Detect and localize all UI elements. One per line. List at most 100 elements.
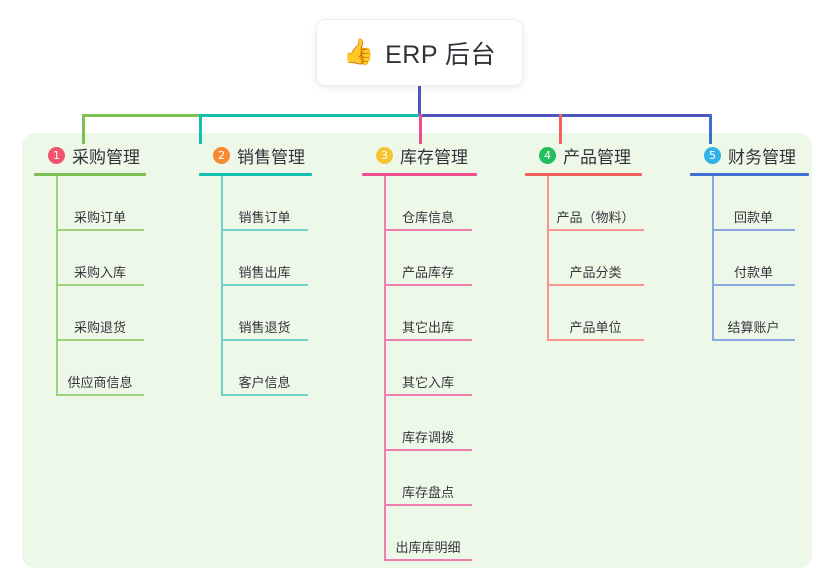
column-title-3: 库存管理 — [400, 147, 468, 167]
list-item-rule — [547, 284, 644, 286]
column-badge-3: 3 — [376, 146, 393, 164]
connector-drop-1 — [82, 114, 85, 144]
list-item-rule — [56, 229, 144, 231]
column-items-1: 采购订单采购入库采购退货供应商信息 — [34, 176, 144, 396]
column-items-5: 回款单付款单结算账户 — [690, 176, 795, 341]
column-spine-1 — [56, 176, 58, 396]
list-item-label: 产品（物料） — [556, 210, 635, 225]
list-item[interactable]: 采购退货 — [56, 286, 144, 341]
column-items-2: 销售订单销售出库销售退货客户信息 — [199, 176, 308, 396]
list-item[interactable]: 出库库明细 — [384, 506, 472, 561]
root-node-erp[interactable]: 👍 ERP 后台 — [316, 19, 523, 86]
list-item-label: 回款单 — [733, 210, 773, 225]
list-item[interactable]: 结算账户 — [712, 286, 795, 341]
connector-bar-segment-1 — [82, 114, 200, 117]
list-item[interactable]: 采购入库 — [56, 231, 144, 286]
list-item[interactable]: 销售出库 — [221, 231, 308, 286]
list-item-label: 库存调拨 — [401, 430, 454, 445]
connector-trunk — [418, 86, 421, 116]
list-item-label: 产品单位 — [569, 320, 622, 335]
column-header-3[interactable]: 3 库存管理 — [362, 144, 477, 167]
column-items-4: 产品（物料） 产品分类产品单位 — [525, 176, 644, 341]
list-item-label: 库存盘点 — [401, 485, 454, 500]
list-item[interactable]: 回款单 — [712, 176, 795, 231]
list-item-label: 采购入库 — [73, 265, 126, 280]
column-badge-4: 4 — [539, 146, 556, 164]
connector-bar-segment-2 — [200, 114, 419, 117]
column-title-1: 采购管理 — [72, 147, 140, 167]
column-3: 3 库存管理仓库信息产品库存其它出库其它入库库存调拨库存盘点出库库明细 — [362, 144, 477, 561]
list-item-rule — [384, 284, 472, 286]
list-item[interactable]: 销售订单 — [221, 176, 308, 231]
list-item-label: 付款单 — [733, 265, 773, 280]
list-item[interactable]: 产品库存 — [384, 231, 472, 286]
list-item[interactable]: 产品单位 — [547, 286, 644, 341]
list-item-rule — [547, 229, 644, 231]
column-header-2[interactable]: 2 销售管理 — [199, 144, 312, 167]
list-item[interactable]: 客户信息 — [221, 341, 308, 396]
list-item-rule — [221, 229, 308, 231]
column-header-4[interactable]: 4 产品管理 — [525, 144, 644, 167]
list-item-rule — [384, 339, 472, 341]
column-title-rule-2 — [199, 173, 312, 176]
column-spine-5 — [712, 176, 714, 341]
connector-drop-3 — [419, 114, 422, 144]
column-title-4: 产品管理 — [563, 147, 631, 167]
thumbs-up-icon: 👍 — [342, 38, 375, 66]
column-badge-2: 2 — [213, 146, 230, 164]
list-item[interactable]: 采购订单 — [56, 176, 144, 231]
list-item-rule — [384, 559, 472, 561]
list-item-label: 销售订单 — [238, 210, 291, 225]
connector-drop-4 — [559, 114, 562, 144]
list-item-rule — [56, 339, 144, 341]
column-title-rule-3 — [362, 173, 477, 176]
list-item[interactable]: 库存盘点 — [384, 451, 472, 506]
connector-drop-2 — [199, 114, 202, 144]
column-title-rule-5 — [690, 173, 809, 176]
list-item-rule — [384, 449, 472, 451]
list-item-label: 其它入库 — [401, 375, 454, 390]
list-item-rule — [712, 339, 795, 341]
list-item-label: 结算账户 — [727, 320, 780, 335]
list-item[interactable]: 销售退货 — [221, 286, 308, 341]
list-item-rule — [221, 284, 308, 286]
list-item[interactable]: 仓库信息 — [384, 176, 472, 231]
list-item[interactable]: 产品分类 — [547, 231, 644, 286]
connector-drop-5 — [709, 114, 712, 144]
list-item-rule — [56, 394, 144, 396]
list-item[interactable]: 付款单 — [712, 231, 795, 286]
list-item-rule — [221, 339, 308, 341]
list-item-label: 采购退货 — [73, 320, 126, 335]
list-item[interactable]: 产品（物料） — [547, 176, 644, 231]
list-item-label: 销售退货 — [238, 320, 291, 335]
list-item-label: 产品分类 — [569, 265, 622, 280]
list-item-label: 仓库信息 — [401, 210, 454, 225]
column-title-2: 销售管理 — [237, 147, 305, 167]
list-item-rule — [384, 394, 472, 396]
column-spine-3 — [384, 176, 386, 561]
column-spine-4 — [547, 176, 549, 341]
list-item[interactable]: 其它出库 — [384, 286, 472, 341]
column-title-5: 财务管理 — [728, 147, 796, 167]
column-items-3: 仓库信息产品库存其它出库其它入库库存调拨库存盘点出库库明细 — [362, 176, 472, 561]
column-4: 4 产品管理产品（物料） 产品分类产品单位 — [525, 144, 644, 341]
connector-bar-segment-3 — [419, 114, 711, 117]
list-item-label: 客户信息 — [238, 375, 291, 390]
column-spine-2 — [221, 176, 223, 396]
list-item[interactable]: 其它入库 — [384, 341, 472, 396]
list-item-label: 出库库明细 — [395, 540, 461, 555]
diagram-panel — [22, 133, 812, 568]
list-item-rule — [712, 229, 795, 231]
list-item-label: 销售出库 — [238, 265, 291, 280]
list-item-rule — [56, 284, 144, 286]
list-item[interactable]: 库存调拨 — [384, 396, 472, 451]
list-item-rule — [221, 394, 308, 396]
list-item[interactable]: 供应商信息 — [56, 341, 144, 396]
list-item-rule — [384, 229, 472, 231]
list-item-label: 供应商信息 — [67, 375, 133, 390]
column-title-rule-1 — [34, 173, 146, 176]
list-item-rule — [384, 504, 472, 506]
